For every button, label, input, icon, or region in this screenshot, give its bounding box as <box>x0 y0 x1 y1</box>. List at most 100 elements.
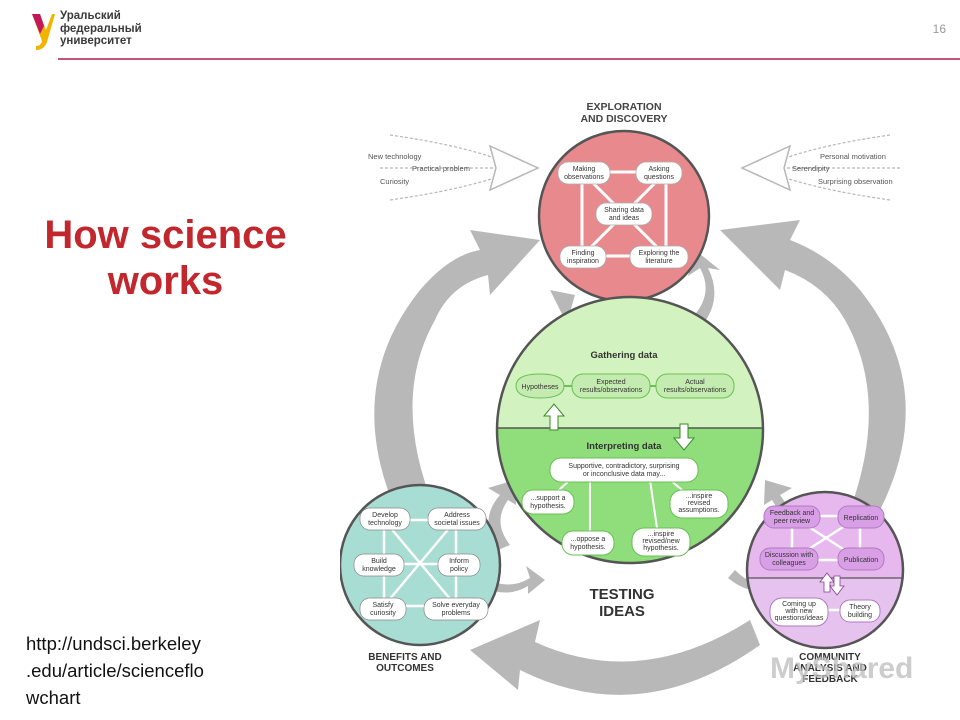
benefits-labels: Develop technology Address societal issu… <box>362 512 480 617</box>
right-big-arrow <box>720 220 906 510</box>
interpreting-data-label: Interpreting data <box>587 441 663 452</box>
left-input-2: Practical problem <box>412 164 470 173</box>
testing-ideas-title: TESTING IDEAS <box>589 586 654 620</box>
satisfy-line-1: Satisfy <box>372 602 394 609</box>
exploration-title-line-2: AND DISCOVERY <box>580 113 667 125</box>
testing-ideas-line-2: IDEAS <box>599 603 645 620</box>
replication-label: Replication <box>844 515 879 522</box>
inspire-assumptions-line-2: revised <box>688 500 711 507</box>
source-line-2: .edu/article/scienceflo <box>26 660 204 681</box>
exploring-literature-line-1: Exploring the <box>639 250 680 257</box>
coming-line-3: questions/ideas <box>775 615 824 622</box>
community-title-line-2: ANALYSIS AND <box>793 663 867 674</box>
theory-line-1: Theory <box>849 604 871 611</box>
address-line-1: Address <box>444 512 470 519</box>
build-line-2: knowledge <box>362 566 396 573</box>
source-link[interactable]: http://undsci.berkeley .edu/article/scie… <box>26 630 204 711</box>
left-inputs: New technology Practical problem Curiosi… <box>368 152 470 186</box>
testing-circle-fill <box>497 297 763 563</box>
coming-line-2: with new <box>784 608 813 615</box>
exploration-nodes <box>557 161 689 269</box>
down-arrow-icon <box>672 423 696 451</box>
support-line-1: ...support a <box>530 495 565 502</box>
community-labels: Feedback and peer review Replication Dis… <box>765 510 879 622</box>
left-input-1: New technology <box>368 152 422 161</box>
testing-ideas-line-1: TESTING <box>589 586 654 603</box>
exploration-title: EXPLORATION AND DISCOVERY <box>580 101 667 125</box>
community-title-line-1: COMMUNITY <box>799 652 861 663</box>
interpreting-nodes <box>521 457 729 557</box>
logo-mark-icon <box>32 14 55 50</box>
sharing-data-line-1: Sharing data <box>604 207 644 214</box>
arrow-testing-benefits <box>488 480 516 550</box>
benefits-title-line-2: OUTCOMES <box>376 663 434 674</box>
community-down-arrow-icon <box>829 575 845 596</box>
arrow-testing-exploration <box>688 250 720 328</box>
feedback-line-1: Feedback and <box>770 510 814 517</box>
title-line-1: How science <box>44 213 287 257</box>
up-arrow-icon <box>542 403 566 431</box>
inspire-hypothesis-line-2: revised/new <box>642 538 680 545</box>
slide-title: How science works <box>8 212 323 304</box>
address-line-2: societal issues <box>434 520 480 527</box>
inform-line-1: Inform <box>449 558 469 565</box>
right-input-2: Serendipity <box>792 164 830 173</box>
asking-questions-line-1: Asking <box>648 166 669 173</box>
university-logo: Уральский федеральный университет <box>30 10 170 54</box>
expected-line-2: results/observations <box>580 387 643 394</box>
asking-questions-line-2: questions <box>644 174 674 181</box>
satisfy-line-2: curiosity <box>370 610 396 617</box>
inspire-hypothesis-line-3: hypothesis. <box>643 545 678 552</box>
gathering-nodes <box>515 373 735 399</box>
left-input-3: Curiosity <box>380 177 409 186</box>
source-line-3: wchart <box>26 687 81 708</box>
source-line-1: http://undsci.berkeley <box>26 633 201 654</box>
making-observations-line-1: Making <box>573 166 596 173</box>
theory-line-2: building <box>848 612 872 619</box>
header-divider <box>58 58 960 60</box>
develop-line-1: Develop <box>372 512 398 519</box>
testing-circle <box>495 295 765 565</box>
community-up-arrow-icon <box>819 572 835 593</box>
inform-line-2: policy <box>450 566 468 573</box>
exploration-title-line-1: EXPLORATION <box>586 101 661 113</box>
arrow-benefits-testing <box>485 566 545 594</box>
inspire-assumptions-line-3: assumptions. <box>678 507 719 514</box>
page-number: 16 <box>932 22 946 36</box>
right-input-3: Surprising observation <box>818 177 893 186</box>
actual-line-2: results/observations <box>664 387 727 394</box>
making-observations-line-2: observations <box>564 174 604 181</box>
actual-line-1: Actual <box>685 379 705 386</box>
exploration-labels: Making observations Asking questions Sha… <box>564 166 679 265</box>
gathering-data-label: Gathering data <box>590 350 658 361</box>
support-line-2: hypothesis. <box>530 503 565 510</box>
publication-label: Publication <box>844 557 878 564</box>
oppose-line-2: hypothesis. <box>570 544 605 551</box>
develop-line-2: technology <box>368 520 402 527</box>
input-arrows <box>380 134 900 201</box>
benefits-title: BENEFITS AND OUTCOMES <box>368 652 442 674</box>
logo-line-3: университет <box>60 35 132 47</box>
title-line-2: works <box>107 259 224 303</box>
left-big-arrow <box>374 230 540 520</box>
logo-text: Уральский федеральный университет <box>60 10 142 48</box>
community-title-line-3: FEEDBACK <box>802 674 858 685</box>
supportive-line-2: or inconclusive data may... <box>583 471 665 478</box>
coming-line-1: Coming up <box>782 601 816 608</box>
interpreting-labels: Supportive, contradictory, surprising or… <box>530 463 719 552</box>
exploring-literature-line-2: literature <box>645 258 672 265</box>
logo-line-2: федеральный <box>60 22 142 35</box>
science-flowchart: New technology Practical problem Curiosi… <box>340 101 906 695</box>
left-input-arrowhead <box>488 144 540 192</box>
hypotheses-label: Hypotheses <box>522 384 559 391</box>
inspire-hypothesis-line-1: ...inspire <box>648 531 675 538</box>
right-input-arrowhead <box>740 144 792 192</box>
bottom-big-arrow <box>470 620 760 695</box>
benefits-nodes <box>353 507 489 621</box>
discussion-line-2: colleagues <box>772 560 806 567</box>
feedback-line-2: peer review <box>774 518 811 525</box>
right-input-1: Personal motivation <box>820 152 886 161</box>
supportive-line-1: Supportive, contradictory, surprising <box>568 463 679 470</box>
solve-line-2: problems <box>442 610 471 617</box>
discussion-line-1: Discussion with <box>765 552 813 559</box>
